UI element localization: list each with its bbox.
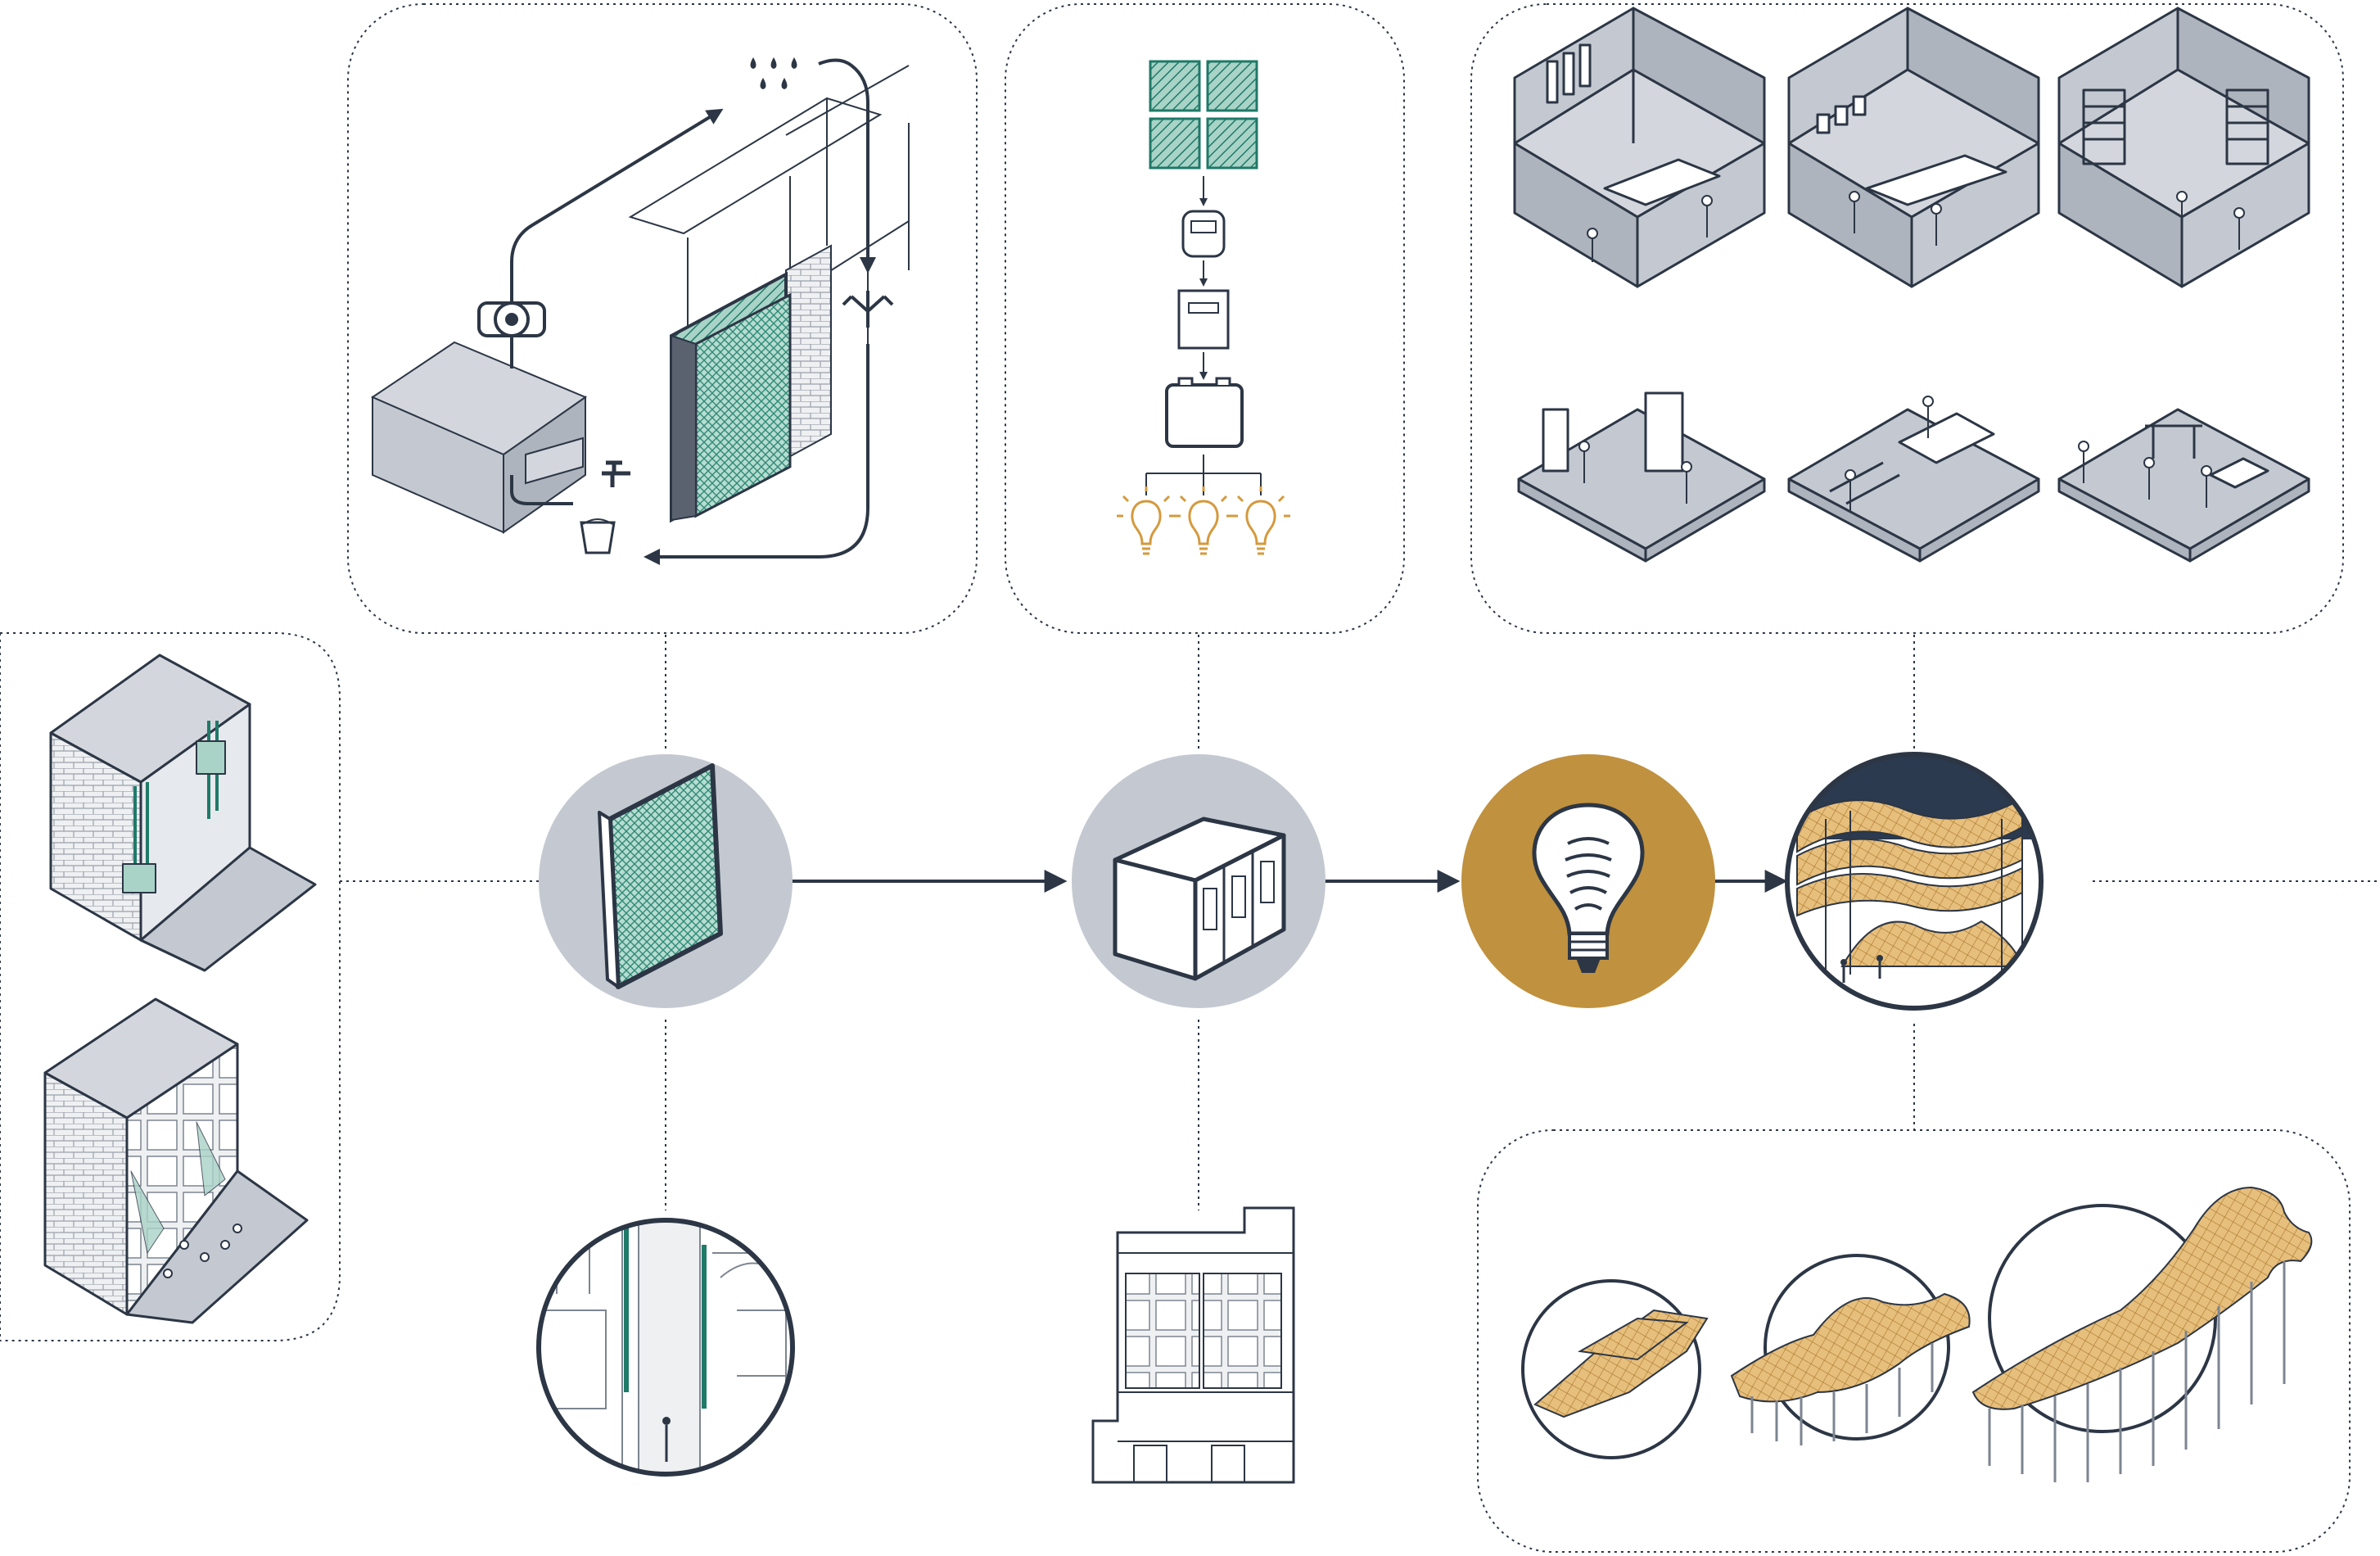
panel-program-rooms — [1470, 3, 2344, 634]
room-seating — [1787, 408, 2040, 563]
battery-icon — [1165, 377, 1244, 448]
canopy-model-medium — [1730, 1254, 1971, 1445]
street-facade-node — [536, 1218, 795, 1477]
bucket-icon — [580, 518, 616, 554]
lightbulb-icon — [1117, 486, 1290, 555]
room-exhibition — [1517, 391, 1766, 563]
solar-system-diagram — [1117, 60, 1290, 555]
connector-lines — [0, 633, 2380, 1341]
green-panel-node — [539, 754, 793, 1008]
inverter-cabinet-node — [1072, 754, 1325, 1008]
building-with-green-facade — [43, 997, 309, 1324]
canopy-model-small — [1521, 1279, 1709, 1459]
building-elevation — [1091, 1206, 1295, 1484]
panel-buildings — [0, 632, 341, 1341]
meter-icon — [1181, 210, 1226, 258]
building-renderings — [43, 654, 317, 1324]
panel-outlines — [0, 3, 2351, 1553]
room-market — [2057, 408, 2310, 563]
panel-canopy-models — [1477, 1129, 2351, 1553]
canopy-scene-node — [1785, 752, 2044, 1011]
canopy-models — [1521, 1186, 2313, 1482]
room-workshop — [1513, 7, 1766, 288]
room-storage — [2057, 7, 2310, 288]
inverter-icon — [1177, 289, 1230, 350]
panel-solar-system — [1005, 3, 1405, 634]
program-rooms-grid — [1513, 7, 2310, 563]
canopy-model-large — [1971, 1186, 2313, 1482]
building-with-planters — [49, 654, 317, 972]
panel-water-system — [347, 3, 978, 634]
tap-icon — [602, 460, 630, 487]
lightbulb-node — [1461, 754, 1715, 1008]
solar-panel-icon — [1149, 60, 1258, 170]
water-system-diagram — [370, 57, 910, 565]
room-gallery — [1787, 7, 2040, 288]
rain-drops-icon — [750, 57, 797, 89]
pump-icon — [477, 301, 546, 337]
people-figures — [1578, 191, 2245, 512]
